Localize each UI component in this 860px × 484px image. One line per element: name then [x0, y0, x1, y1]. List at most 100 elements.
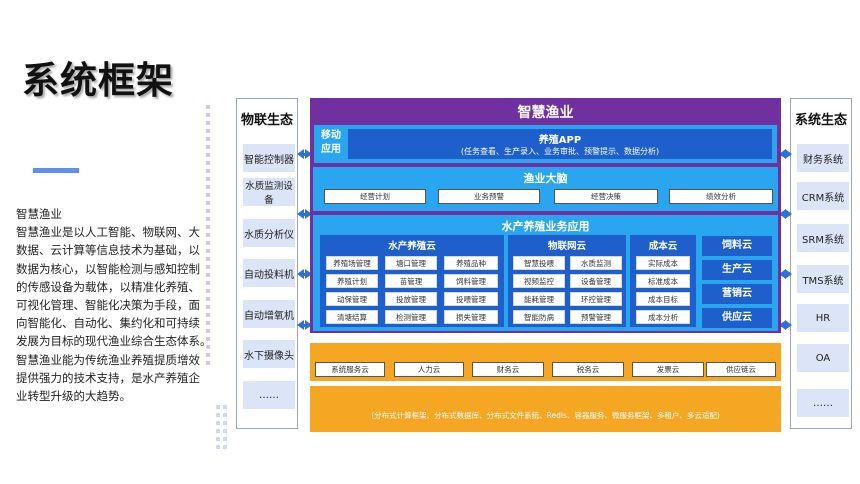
iot-item: 自动投料机 — [243, 259, 295, 287]
cost-cloud-item: 成本目标 — [636, 292, 690, 306]
intro-line: 智慧渔业 — [16, 207, 62, 221]
platform-item: 财务云 — [472, 362, 544, 377]
system-item: HR — [797, 304, 849, 332]
arrow-left-icon — [297, 320, 304, 330]
system-item: CRM系统 — [797, 182, 849, 210]
aqua-item: 养殖品种 — [444, 256, 498, 270]
aqua-item: 饲料管理 — [444, 274, 498, 288]
iot-cloud-item: 能耗管理 — [513, 292, 565, 306]
intro-line: 数据、云计算等信息技术为基础，以 — [16, 243, 200, 258]
arrow-left-icon — [297, 269, 304, 279]
arrow-left-icon — [779, 269, 786, 279]
system-item: 财务系统 — [797, 144, 849, 172]
mobile-label: 移动 应用 — [316, 129, 346, 157]
farming-app-title: 养殖APP — [538, 135, 582, 146]
aquaculture-cloud-title: 水产养殖云 — [388, 241, 436, 252]
aqua-item: 养殖场管理 — [326, 256, 378, 270]
arrow-left-icon — [779, 209, 786, 219]
center-framework: 智慧渔业 移动 应用 养殖APP (任务查看、生产录入、业务审批、预警提示、数据… — [310, 98, 781, 432]
intro-line: 提供强力的技术支持，是水产养殖企 — [16, 370, 200, 385]
decorative-squares — [216, 405, 227, 453]
feed-cloud: 饲料云 — [702, 236, 772, 256]
iot-ecology-title: 物联生态 — [240, 113, 293, 128]
iot-item: 智能控制器 — [243, 144, 295, 172]
aqua-item: 苗管理 — [385, 274, 437, 288]
intro-line: 可视化管理、智能化决策为手段，面 — [16, 298, 200, 313]
production-cloud: 生产云 — [702, 260, 772, 280]
arrow-right-icon — [305, 320, 312, 330]
iot-cloud-item: 设备管理 — [570, 274, 622, 288]
intro-line: 数据为核心，以智能检测与感知控制 — [16, 261, 200, 276]
intro-line: 发展为目标的现代渔业综合生态体系。 — [16, 334, 212, 349]
farming-app-desc: (任务查看、生产录入、业务审批、预警提示、数据分析) — [460, 147, 660, 156]
mobile-label-line: 移动 — [321, 130, 341, 141]
cost-cloud-item: 成本分析 — [636, 310, 690, 324]
iot-cloud-item: 水质监测 — [570, 256, 622, 270]
decorative-dots — [206, 105, 210, 369]
intro-text: 智慧渔业 智慧渔业是以人工智能、物联网、大 数据、云计算等信息技术为基础，以 数… — [16, 205, 216, 405]
iot-item: 水质分析仪 — [243, 219, 295, 247]
arrow-right-icon — [305, 149, 312, 159]
iot-ecology-panel: 物联生态 智能控制器 水质监测设备 水质分析仪 自动投料机 自动增氧机 水下摄像… — [236, 98, 298, 429]
intro-line: 业转型升级的大趋势。 — [16, 389, 131, 404]
aqua-item: 清塘结算 — [326, 310, 378, 324]
arrow-left-icon — [779, 320, 786, 330]
marketing-cloud: 营销云 — [702, 284, 772, 304]
arrow-left-icon — [297, 149, 304, 159]
arrow-left-icon — [779, 149, 786, 159]
intro-line: 向智能化、自动化、集约化和可持续 — [16, 316, 200, 331]
arrow-right-icon — [785, 269, 792, 279]
system-item: …… — [797, 389, 849, 417]
page-title: 系统框架 — [22, 59, 174, 102]
platform-item: 系统服务云 — [315, 362, 385, 377]
arrow-right-icon — [785, 320, 792, 330]
mobile-label-line: 应用 — [321, 144, 341, 155]
arrow-right-icon — [785, 149, 792, 159]
arrow-left-icon — [297, 209, 304, 219]
aqua-item: 动保管理 — [326, 292, 378, 306]
platform-item: 供应链云 — [706, 362, 776, 377]
infrastructure-block — [310, 386, 781, 432]
platform-item: 发票云 — [632, 362, 704, 377]
system-item: OA — [797, 344, 849, 372]
brain-item: 经营计划 — [324, 189, 426, 204]
aqua-item: 投放管理 — [385, 292, 437, 306]
iot-item: 水质监测设备 — [243, 178, 295, 206]
platform-item: 税务云 — [552, 362, 624, 377]
aqua-item: 损失管理 — [444, 310, 498, 324]
supply-cloud: 供应云 — [702, 308, 772, 328]
iot-cloud-title: 物联网云 — [547, 241, 586, 252]
cost-cloud-item: 实际成本 — [636, 256, 690, 270]
iot-cloud-item: 视频监控 — [513, 274, 565, 288]
iot-cloud-item: 智慧投喂 — [513, 256, 565, 270]
arrow-connector — [300, 213, 308, 216]
platform-item: 人力云 — [394, 362, 464, 377]
aqua-item: 塘口管理 — [385, 256, 437, 270]
system-ecology-title: 系统生态 — [794, 113, 847, 128]
farming-app-box — [348, 129, 772, 159]
arrow-right-icon — [785, 209, 792, 219]
arrow-right-icon — [305, 269, 312, 279]
iot-cloud-item: 智能防病 — [513, 310, 565, 324]
system-item: SRM系统 — [797, 224, 849, 252]
iot-cloud-item: 环控管理 — [570, 292, 622, 306]
brain-item: 经营决策 — [554, 189, 658, 204]
fishery-brain-title: 渔业大脑 — [523, 172, 568, 185]
brain-item: 业务预警 — [438, 189, 540, 204]
intro-line: 智慧渔业是以人工智能、物联网、大 — [16, 225, 200, 240]
title-underline — [33, 168, 79, 173]
intro-line: 智慧渔业能为传统渔业养殖提质增效 — [16, 352, 200, 367]
iot-item: 水下摄像头 — [243, 340, 295, 368]
brain-item: 绩效分析 — [669, 189, 773, 204]
system-item: TMS系统 — [797, 265, 849, 293]
business-apps-title: 水产养殖业务应用 — [501, 220, 590, 233]
system-ecology-panel: 系统生态 财务系统 CRM系统 SRM系统 TMS系统 HR OA …… — [790, 98, 852, 429]
aqua-item: 投喂管理 — [444, 292, 498, 306]
arrow-connector — [300, 273, 308, 276]
cost-cloud-title: 成本云 — [648, 241, 678, 252]
iot-item: 自动增氧机 — [243, 300, 295, 328]
aqua-item: 检测管理 — [385, 310, 437, 324]
arrow-right-icon — [305, 209, 312, 219]
arrow-connector — [300, 324, 308, 327]
cost-cloud-item: 标准成本 — [636, 274, 690, 288]
